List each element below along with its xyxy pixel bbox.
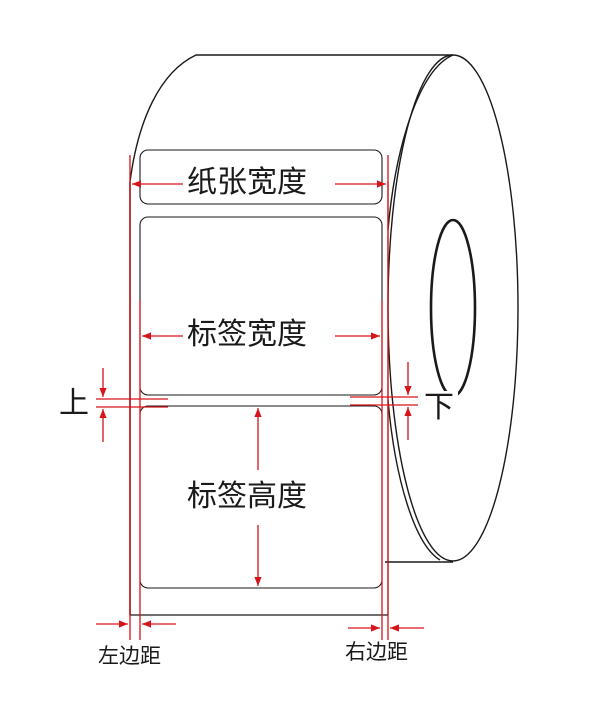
label-top-partial — [139, 149, 383, 205]
right-margin-label: 右边距 — [343, 640, 410, 664]
dimension-lines — [96, 155, 424, 640]
paper-width-label: 纸张宽度 — [183, 166, 311, 200]
label-height-label: 标签高度 — [183, 480, 311, 514]
label-middle — [139, 216, 383, 396]
roll-top-edge — [129, 54, 453, 183]
roll-end-rim — [387, 54, 454, 231]
top-gap-label: 上 — [55, 387, 93, 421]
left-margin-label: 左边距 — [96, 644, 163, 668]
roll-core — [429, 218, 477, 398]
paper-strip — [129, 182, 389, 616]
label-width-label: 标签宽度 — [183, 318, 311, 352]
bottom-gap-label: 下 — [420, 391, 458, 425]
roll-end-rim-lower — [387, 399, 441, 561]
roll-end-face — [387, 54, 519, 562]
